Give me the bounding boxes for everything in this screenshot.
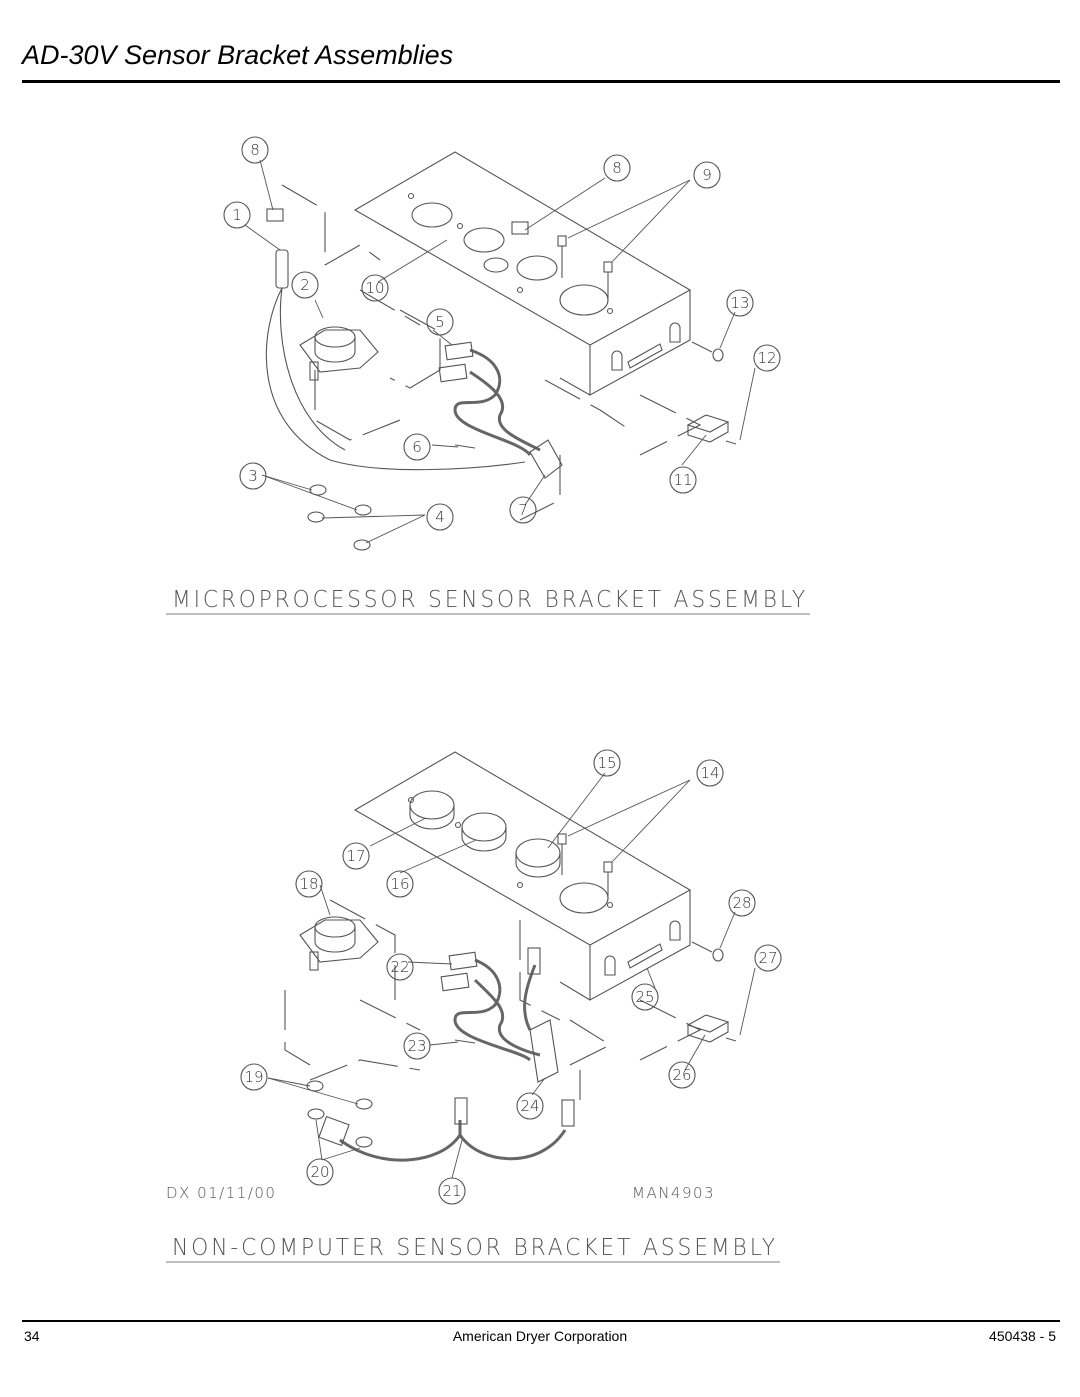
bottom-connectors	[318, 947, 737, 1147]
top-leader-lines	[244, 159, 756, 544]
callout-number: 10	[365, 279, 384, 297]
callout-number: 25	[635, 988, 654, 1006]
title-rule	[22, 80, 1060, 83]
callout-number: 18	[299, 875, 318, 893]
callout-number: 23	[407, 1037, 426, 1055]
callout-number: 17	[346, 847, 365, 865]
callout-number: 7	[518, 501, 528, 519]
top-connectors	[438, 341, 737, 479]
callout-number: 5	[435, 313, 445, 331]
top-thermostat	[299, 326, 379, 381]
callout-number: 4	[435, 508, 445, 526]
bottom-thermostat	[299, 916, 379, 971]
callout-number: 27	[758, 949, 777, 967]
top-hidden-edges	[281, 184, 702, 521]
callout-number: 6	[412, 438, 422, 456]
bottom-wire-harness	[339, 958, 567, 1162]
callout-number: 11	[673, 471, 692, 489]
callout-number: 8	[250, 141, 260, 159]
bottom-assembly-caption: NON-COMPUTER SENSOR BRACKET ASSEMBLY	[172, 1235, 778, 1261]
callout-number: 9	[702, 166, 712, 184]
callout-number: 20	[310, 1163, 329, 1181]
callout-number: 15	[597, 754, 616, 772]
top-hardware	[266, 208, 724, 551]
bottom-leader-lines	[267, 772, 756, 1179]
callout-number: 2	[300, 276, 310, 294]
callout-number: 28	[732, 894, 751, 912]
top-wire-harness	[453, 348, 541, 457]
drawing-number: MAN4903	[632, 1184, 715, 1202]
callout-number: 1	[232, 206, 242, 224]
callout-number: 24	[520, 1097, 539, 1115]
callout-number: 14	[700, 764, 719, 782]
top-callout-circles	[223, 136, 781, 531]
document-number: 450438 - 5	[989, 1328, 1056, 1344]
callout-number: 22	[390, 958, 409, 976]
bottom-callout-numbers: 15 14 17 18 16 28 22 27 25 23 26 19 24 2…	[244, 754, 777, 1200]
callout-number: 12	[757, 349, 776, 367]
callout-number: 13	[730, 294, 749, 312]
callout-number: 16	[390, 875, 409, 893]
callout-number: 19	[244, 1068, 263, 1086]
bottom-callout-circles	[240, 749, 782, 1205]
page-number: 34	[24, 1328, 40, 1344]
drawing-date-note: DX 01/11/00	[166, 1184, 276, 1202]
callout-number: 21	[442, 1182, 461, 1200]
page-title: AD-30V Sensor Bracket Assemblies	[22, 40, 454, 70]
top-sensor-probe	[265, 249, 526, 471]
bottom-hidden-edges	[284, 899, 702, 1100]
top-bracket-plate	[353, 151, 692, 396]
top-callout-numbers: 8 8 9 1 2 10 13 5 12 6 3 11 7 4	[232, 141, 776, 526]
top-assembly-caption: MICROPROCESSOR SENSOR BRACKET ASSEMBLY	[172, 587, 808, 613]
company-name: American Dryer Corporation	[452, 1328, 628, 1344]
callout-number: 8	[612, 159, 622, 177]
callout-number: 26	[672, 1066, 691, 1084]
bottom-hardware	[306, 833, 724, 1148]
footer-rule	[22, 1320, 1060, 1322]
callout-number: 3	[248, 467, 258, 485]
